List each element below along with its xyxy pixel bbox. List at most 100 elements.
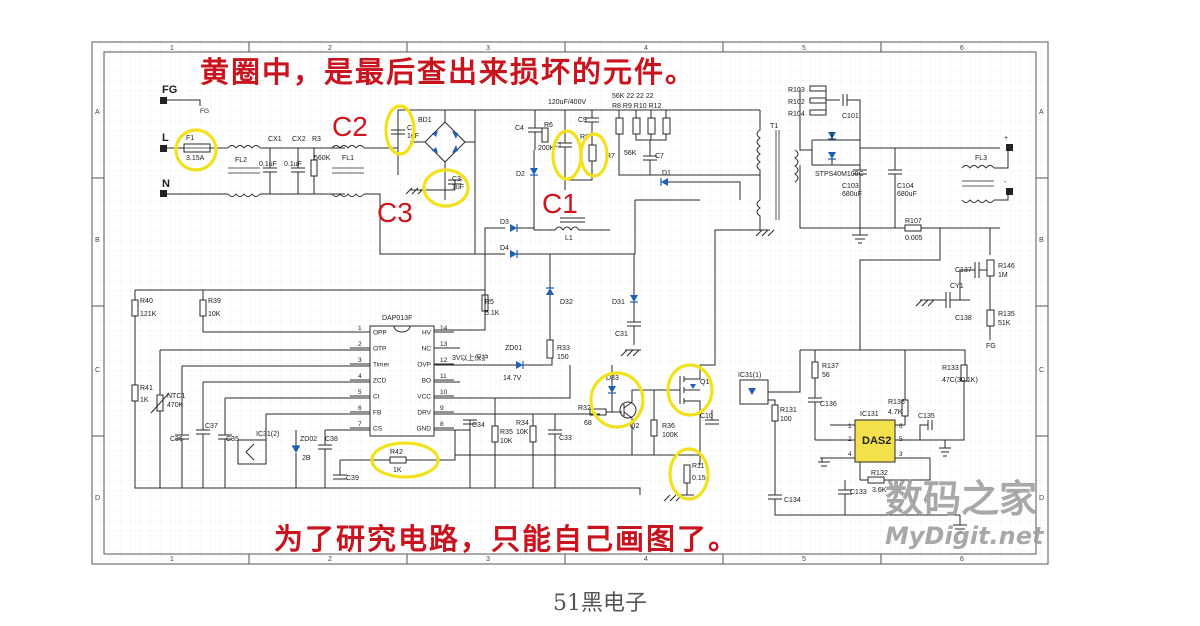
frame-row-right: A <box>1039 109 1044 116</box>
ring-r11 <box>668 447 710 501</box>
c33-label: C33 <box>559 435 572 442</box>
frame-row-left: C <box>95 367 100 374</box>
ic-pin-name-left: Ct <box>373 394 380 401</box>
out-minus-label: - <box>1004 179 1007 186</box>
r107-label: R107 <box>905 218 922 225</box>
c39-label: C39 <box>346 475 359 482</box>
control-section: R40 121K R41 1K R39 10K NTC1 470K C36 C3… <box>131 229 770 502</box>
ic-pin-num-left: 2 <box>358 341 362 348</box>
r6-value: 200K <box>538 145 555 152</box>
t1-label: T1 <box>770 123 778 130</box>
bd1-label: BD1 <box>418 117 432 124</box>
c3-label: C3 <box>452 176 461 183</box>
fg-sub-label: FG <box>200 108 209 115</box>
r135-value: 51K <box>998 320 1011 327</box>
q1-label: Q1 <box>700 379 709 386</box>
frame-col-bottom: 3 <box>486 556 490 563</box>
d4-label: D4 <box>500 245 509 252</box>
r40-value: 121K <box>140 311 157 318</box>
zd02-label: ZD02 <box>300 436 317 443</box>
r131-label: R131 <box>780 407 797 414</box>
c3-value: 1uF <box>452 184 464 191</box>
callout-c1: C1 <box>542 188 578 219</box>
ring-q1 <box>666 363 714 417</box>
fl1-label: FL1 <box>342 155 354 162</box>
ic-pin-name-right: HV <box>422 330 432 337</box>
watermark-en: MyDigit.net <box>885 522 1045 550</box>
highlight-rings <box>174 104 714 501</box>
cx2-value: 0.1uF <box>284 161 302 168</box>
c101-label: C101 <box>842 113 859 120</box>
ic-pin-num-right: 12 <box>440 357 448 364</box>
r11-value: 0.15 <box>692 475 706 482</box>
input-stage: FG FG L N F1 3.15A FL2 CX1 0.1uF CX2 0.1… <box>160 84 485 255</box>
f1-value: 3.15A <box>186 155 205 162</box>
ic-pin-num-right: 8 <box>440 421 444 428</box>
r104-label: R104 <box>788 111 805 118</box>
ic-pin-name-right: BO <box>422 378 431 385</box>
fl3-label: FL3 <box>975 155 987 162</box>
r7-label: R7 <box>606 153 615 160</box>
c31-label: C31 <box>615 331 628 338</box>
ic-pin-num-right: 13 <box>440 341 448 348</box>
r8-label: R8 <box>580 134 589 141</box>
bulk-cap-label: 120uF/400V <box>548 99 586 106</box>
cy1-label: CY1 <box>950 283 964 290</box>
c4-label: C4 <box>515 125 524 132</box>
r5-value: 5.1K <box>485 310 500 317</box>
ic-pin-num-right: 9 <box>440 405 444 412</box>
frame-row-right: D <box>1039 495 1044 502</box>
r132-label: R132 <box>871 470 888 477</box>
out-plus-label: + <box>1004 135 1008 142</box>
r132-value: 3.6K <box>872 487 887 494</box>
svg-text:1: 1 <box>848 423 852 430</box>
ic-pin-name-right: OVP <box>417 362 431 369</box>
l1-label: L1 <box>565 235 573 242</box>
ic-pin-num-left: 4 <box>358 373 362 380</box>
r34-value: 10K <box>516 429 529 436</box>
ic-pin-name-right: VCC <box>417 394 431 401</box>
ic-pin-num-left: 3 <box>358 357 362 364</box>
r107-value: 0.005 <box>905 235 923 242</box>
ic-pin-name-left: CS <box>373 426 383 433</box>
r33-label: R33 <box>557 345 570 352</box>
zd01-label: ZD01 <box>505 345 522 352</box>
bottom-annotation: 为了研究电路，只能自己画图了。 <box>274 522 739 556</box>
c36-label: C36 <box>170 436 183 443</box>
r40-label: R40 <box>140 298 153 305</box>
r131-value: 100 <box>780 416 792 423</box>
r-top-refs: R8 R9 R10 R12 <box>612 103 662 110</box>
transformer-t1: T1 <box>755 110 799 237</box>
ring-r42 <box>370 441 440 479</box>
c9-label: C9 <box>578 117 587 124</box>
r32-label: R32 <box>578 405 591 412</box>
r3-label: R3 <box>312 136 321 143</box>
c136-label: C136 <box>820 401 837 408</box>
ntc-label: NTC1 <box>167 393 185 400</box>
frame-col-top: 4 <box>644 45 648 52</box>
r133-value: 47C(30.1K) <box>942 377 978 384</box>
ic-pin-num-right: 11 <box>440 373 447 380</box>
r3-value: 560K <box>314 155 331 162</box>
ring-f1 <box>174 128 218 172</box>
cx2-label: CX2 <box>292 136 306 143</box>
ic-pin-num-right: 10 <box>440 389 448 396</box>
c35-label: C35 <box>226 436 239 443</box>
c103-label: C103 <box>842 183 859 190</box>
frame-row-left: A <box>95 109 100 116</box>
c34-label: C34 <box>472 422 485 429</box>
frame-row-left: B <box>95 237 100 244</box>
c103-value: 680uF <box>842 191 862 198</box>
frame-col-top: 5 <box>802 45 806 52</box>
ic-pin-name-right: GND <box>417 426 432 433</box>
c2-label: C2 <box>407 125 416 132</box>
ic-pin-num-left: 7 <box>358 421 362 428</box>
ic31-label: IC31(2) <box>256 431 279 438</box>
d3-label: D3 <box>500 219 509 226</box>
callout-c2: C2 <box>332 111 368 142</box>
frame-col-top: 2 <box>328 45 332 52</box>
r35-value: 10K <box>500 438 513 445</box>
frame-col-bottom: 2 <box>328 556 332 563</box>
c1-label: C1 <box>553 142 562 149</box>
